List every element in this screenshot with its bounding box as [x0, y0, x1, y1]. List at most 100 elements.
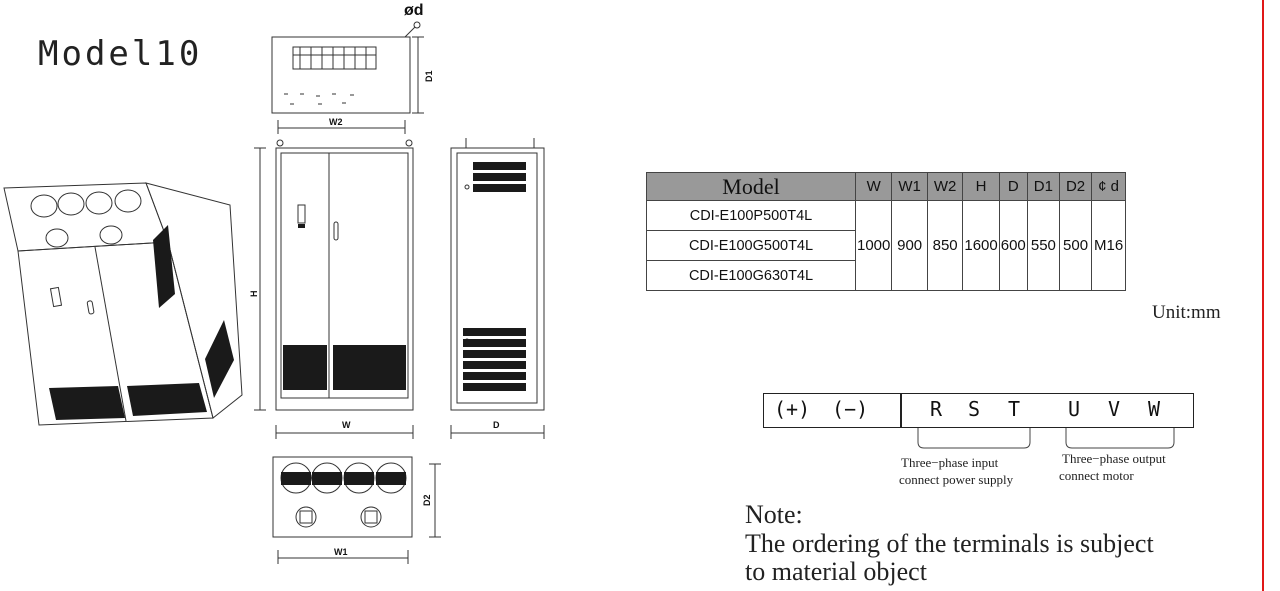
- header-diameter: ¢ d: [1091, 172, 1127, 201]
- header-d: D: [998, 172, 1028, 201]
- terminal-r: R: [930, 397, 943, 421]
- bottom-hole-fill: [281, 472, 311, 485]
- w2-label: W2: [329, 117, 343, 127]
- side-vents: [463, 162, 526, 391]
- iso-hole: [85, 191, 113, 215]
- value-d1: 550: [1026, 200, 1060, 291]
- spec-table: Model W W1 W2 H D D1 D2 ¢ d CDI-E100P500…: [646, 172, 1127, 291]
- diameter-label: ød: [404, 2, 424, 19]
- model-cell: CDI-E100G500T4L: [646, 230, 856, 261]
- iso-top-face: [3, 182, 169, 252]
- terminal-u: U: [1068, 397, 1081, 421]
- iso-hole: [45, 228, 69, 248]
- header-w2: W2: [926, 172, 964, 201]
- input-label-line1: Three−phase input: [901, 455, 999, 470]
- unit-label: Unit:mm: [1152, 302, 1221, 323]
- iso-hole: [57, 192, 85, 216]
- w-label: W: [342, 420, 351, 430]
- terminal-w: W: [1148, 397, 1161, 421]
- header-model: Model: [646, 172, 856, 201]
- iso-display: [49, 286, 63, 308]
- front-display-mark: [298, 224, 305, 228]
- front-vent: [283, 345, 327, 390]
- header-w: W: [854, 172, 893, 201]
- top-view-outline: [271, 36, 411, 114]
- side-vent: [473, 173, 526, 181]
- front-door: [280, 152, 409, 399]
- value-w1: 900: [891, 200, 928, 291]
- iso-vent: [153, 225, 175, 308]
- value-w: 1000: [854, 200, 893, 291]
- value-diameter: M16: [1091, 200, 1127, 291]
- bottom-holes: [281, 472, 406, 485]
- bottom-hole-fill: [312, 472, 342, 485]
- front-vent: [333, 345, 406, 390]
- front-vents: [283, 224, 406, 390]
- output-label-line1: Three−phase output: [1062, 451, 1166, 466]
- iso-vent: [127, 383, 207, 416]
- side-view-outline: [450, 147, 545, 411]
- table-row: CDI-E100G500T4L: [646, 230, 1126, 261]
- terminal-plus: (+): [774, 397, 811, 421]
- page-title: Model10: [38, 34, 203, 74]
- side-vent: [463, 328, 526, 336]
- value-d2: 500: [1058, 200, 1093, 291]
- iso-vent: [205, 320, 234, 398]
- h-label: H: [249, 291, 259, 298]
- output-bracket: [1065, 428, 1175, 449]
- note-line1: The ordering of the terminals is subject: [745, 529, 1154, 558]
- d2-label: D2: [422, 494, 432, 506]
- input-bracket: [917, 428, 1031, 449]
- spec-header-row: Model W W1 W2 H D D1 D2 ¢ d: [646, 172, 1127, 201]
- side-vent: [473, 184, 526, 192]
- iso-vent: [49, 386, 125, 420]
- iso-door-split: [94, 246, 127, 422]
- w1-label: W1: [334, 547, 348, 557]
- bottom-view-outline: [272, 456, 413, 538]
- terminal-divider: [900, 394, 902, 427]
- top-view: [271, 21, 424, 134]
- header-h: H: [962, 172, 1000, 201]
- side-vent: [463, 372, 526, 380]
- side-vent: [463, 383, 526, 391]
- terminal-v: V: [1108, 397, 1121, 421]
- note-label: Note:: [745, 500, 803, 529]
- iso-hole: [114, 189, 142, 213]
- value-d: 600: [998, 200, 1028, 291]
- note-line2: to material object: [745, 557, 927, 586]
- value-h: 1600: [962, 200, 1000, 291]
- iso-hole: [99, 225, 123, 245]
- output-label-line2: connect motor: [1059, 468, 1134, 483]
- front-display: [297, 204, 306, 224]
- side-vent: [473, 162, 526, 170]
- bottom-hole-fill: [344, 472, 374, 485]
- value-w2: 850: [926, 200, 964, 291]
- front-handle: [333, 221, 339, 241]
- model-cell: CDI-E100P500T4L: [646, 200, 856, 231]
- iso-hole: [30, 194, 58, 218]
- page-edge-line: [1262, 0, 1264, 591]
- dimension-drawings: ød D1 W2 H W: [3, 2, 545, 564]
- front-view: [254, 139, 414, 439]
- terminal-t: T: [1008, 397, 1021, 421]
- side-vent: [463, 361, 526, 369]
- model-cell: CDI-E100G630T4L: [646, 260, 856, 291]
- side-vent: [463, 339, 526, 347]
- d1-label: D1: [424, 70, 434, 82]
- bottom-view: [272, 456, 441, 564]
- terminal-brackets: [917, 428, 1175, 449]
- iso-handle: [86, 300, 95, 315]
- table-row: CDI-E100P500T4L 1000 900 850 1600 600 55…: [646, 200, 1127, 291]
- isometric-view: [3, 182, 243, 426]
- side-panel: [456, 152, 538, 404]
- d-label: D: [493, 420, 500, 430]
- terminal-block: (+) (−) R S T U V W: [763, 393, 1194, 428]
- header-d1: D1: [1026, 172, 1060, 201]
- side-vent: [463, 350, 526, 358]
- top-view-terminals: [292, 46, 377, 70]
- header-w1: W1: [891, 172, 928, 201]
- table-row: CDI-E100G630T4L: [646, 260, 1126, 291]
- bottom-hole-fill: [376, 472, 406, 485]
- terminal-s: S: [968, 397, 981, 421]
- input-label-line2: connect power supply: [899, 472, 1014, 487]
